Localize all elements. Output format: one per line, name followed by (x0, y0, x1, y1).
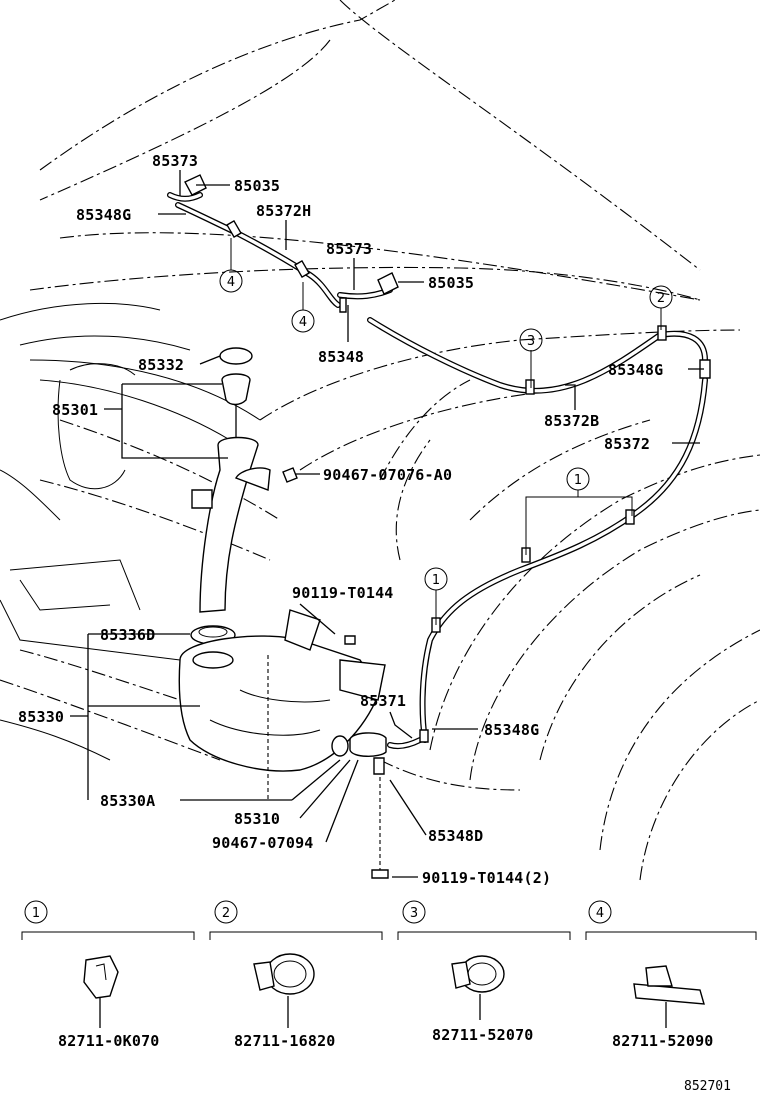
svg-text:1: 1 (32, 906, 40, 921)
legend-item-3: 3 82711-52070 (397, 900, 571, 1044)
circle-ref-2: 2 (649, 285, 673, 309)
legend-part-2: 82711-16820 (234, 1032, 336, 1050)
callout-85372: 85372 (604, 435, 650, 453)
callouts: 85373 85035 85348G 85372H 85373 85035 85… (18, 152, 663, 887)
circle-ref-4a: 4 (219, 269, 243, 293)
callout-85372h: 85372H (256, 202, 311, 220)
svg-text:4: 4 (227, 275, 235, 290)
legend-item-2: 2 82711-16820 (209, 900, 383, 1050)
svg-text:1: 1 (432, 573, 440, 588)
callout-90467-07094: 90467-07094 (212, 834, 314, 852)
legend-item-1: 1 82711-0K070 (21, 900, 195, 1050)
svg-text:4: 4 (299, 315, 307, 330)
figure-code: 852701 (684, 1079, 731, 1094)
callout-85371: 85371 (360, 692, 406, 710)
svg-text:3: 3 (527, 334, 535, 349)
callout-85330a: 85330A (100, 792, 155, 810)
callout-85348g-upper: 85348G (76, 206, 131, 224)
callout-85336d: 85336D (100, 626, 155, 644)
callout-85310: 85310 (234, 810, 280, 828)
callout-85035-lower: 85035 (428, 274, 474, 292)
callout-85348: 85348 (318, 348, 364, 366)
callout-85035-upper: 85035 (234, 177, 280, 195)
svg-text:3: 3 (410, 906, 418, 921)
callout-85348d: 85348D (428, 827, 483, 845)
callout-85348g-right: 85348G (608, 361, 663, 379)
callout-85373-lower: 85373 (326, 240, 372, 258)
circle-ref-1a: 1 (566, 467, 590, 491)
legend-part-4: 82711-52090 (612, 1032, 714, 1050)
legend-item-4: 4 82711-52090 (585, 900, 757, 1050)
legend-part-1: 82711-0K070 (58, 1032, 160, 1050)
callout-85372b: 85372B (544, 412, 599, 430)
callout-85301: 85301 (52, 401, 98, 419)
svg-text:1: 1 (574, 473, 582, 488)
callout-85330: 85330 (18, 708, 64, 726)
clip-legend: 1 82711-0K070 2 82711-16820 3 (21, 900, 757, 1050)
circle-ref-1b: 1 (424, 567, 448, 591)
callout-85332: 85332 (138, 356, 184, 374)
svg-text:4: 4 (596, 906, 604, 921)
leader-lines (70, 170, 704, 878)
callout-90119-t0144: 90119-T0144 (292, 584, 394, 602)
washer-jar-assembly (178, 347, 389, 879)
svg-text:2: 2 (222, 906, 230, 921)
callout-85373-upper: 85373 (152, 152, 198, 170)
callout-85348g-lower: 85348G (484, 721, 539, 739)
svg-text:2: 2 (657, 291, 665, 306)
callout-90467-07076-a0: 90467-07076-A0 (323, 466, 452, 484)
circle-ref-4b: 4 (291, 309, 315, 333)
circle-refs: 4 4 3 2 1 1 (219, 269, 673, 591)
washer-hoses (167, 174, 711, 750)
callout-90119-t0144-2: 90119-T0144(2) (422, 869, 551, 887)
legend-part-3: 82711-52070 (432, 1026, 534, 1044)
circle-ref-3: 3 (519, 328, 543, 352)
